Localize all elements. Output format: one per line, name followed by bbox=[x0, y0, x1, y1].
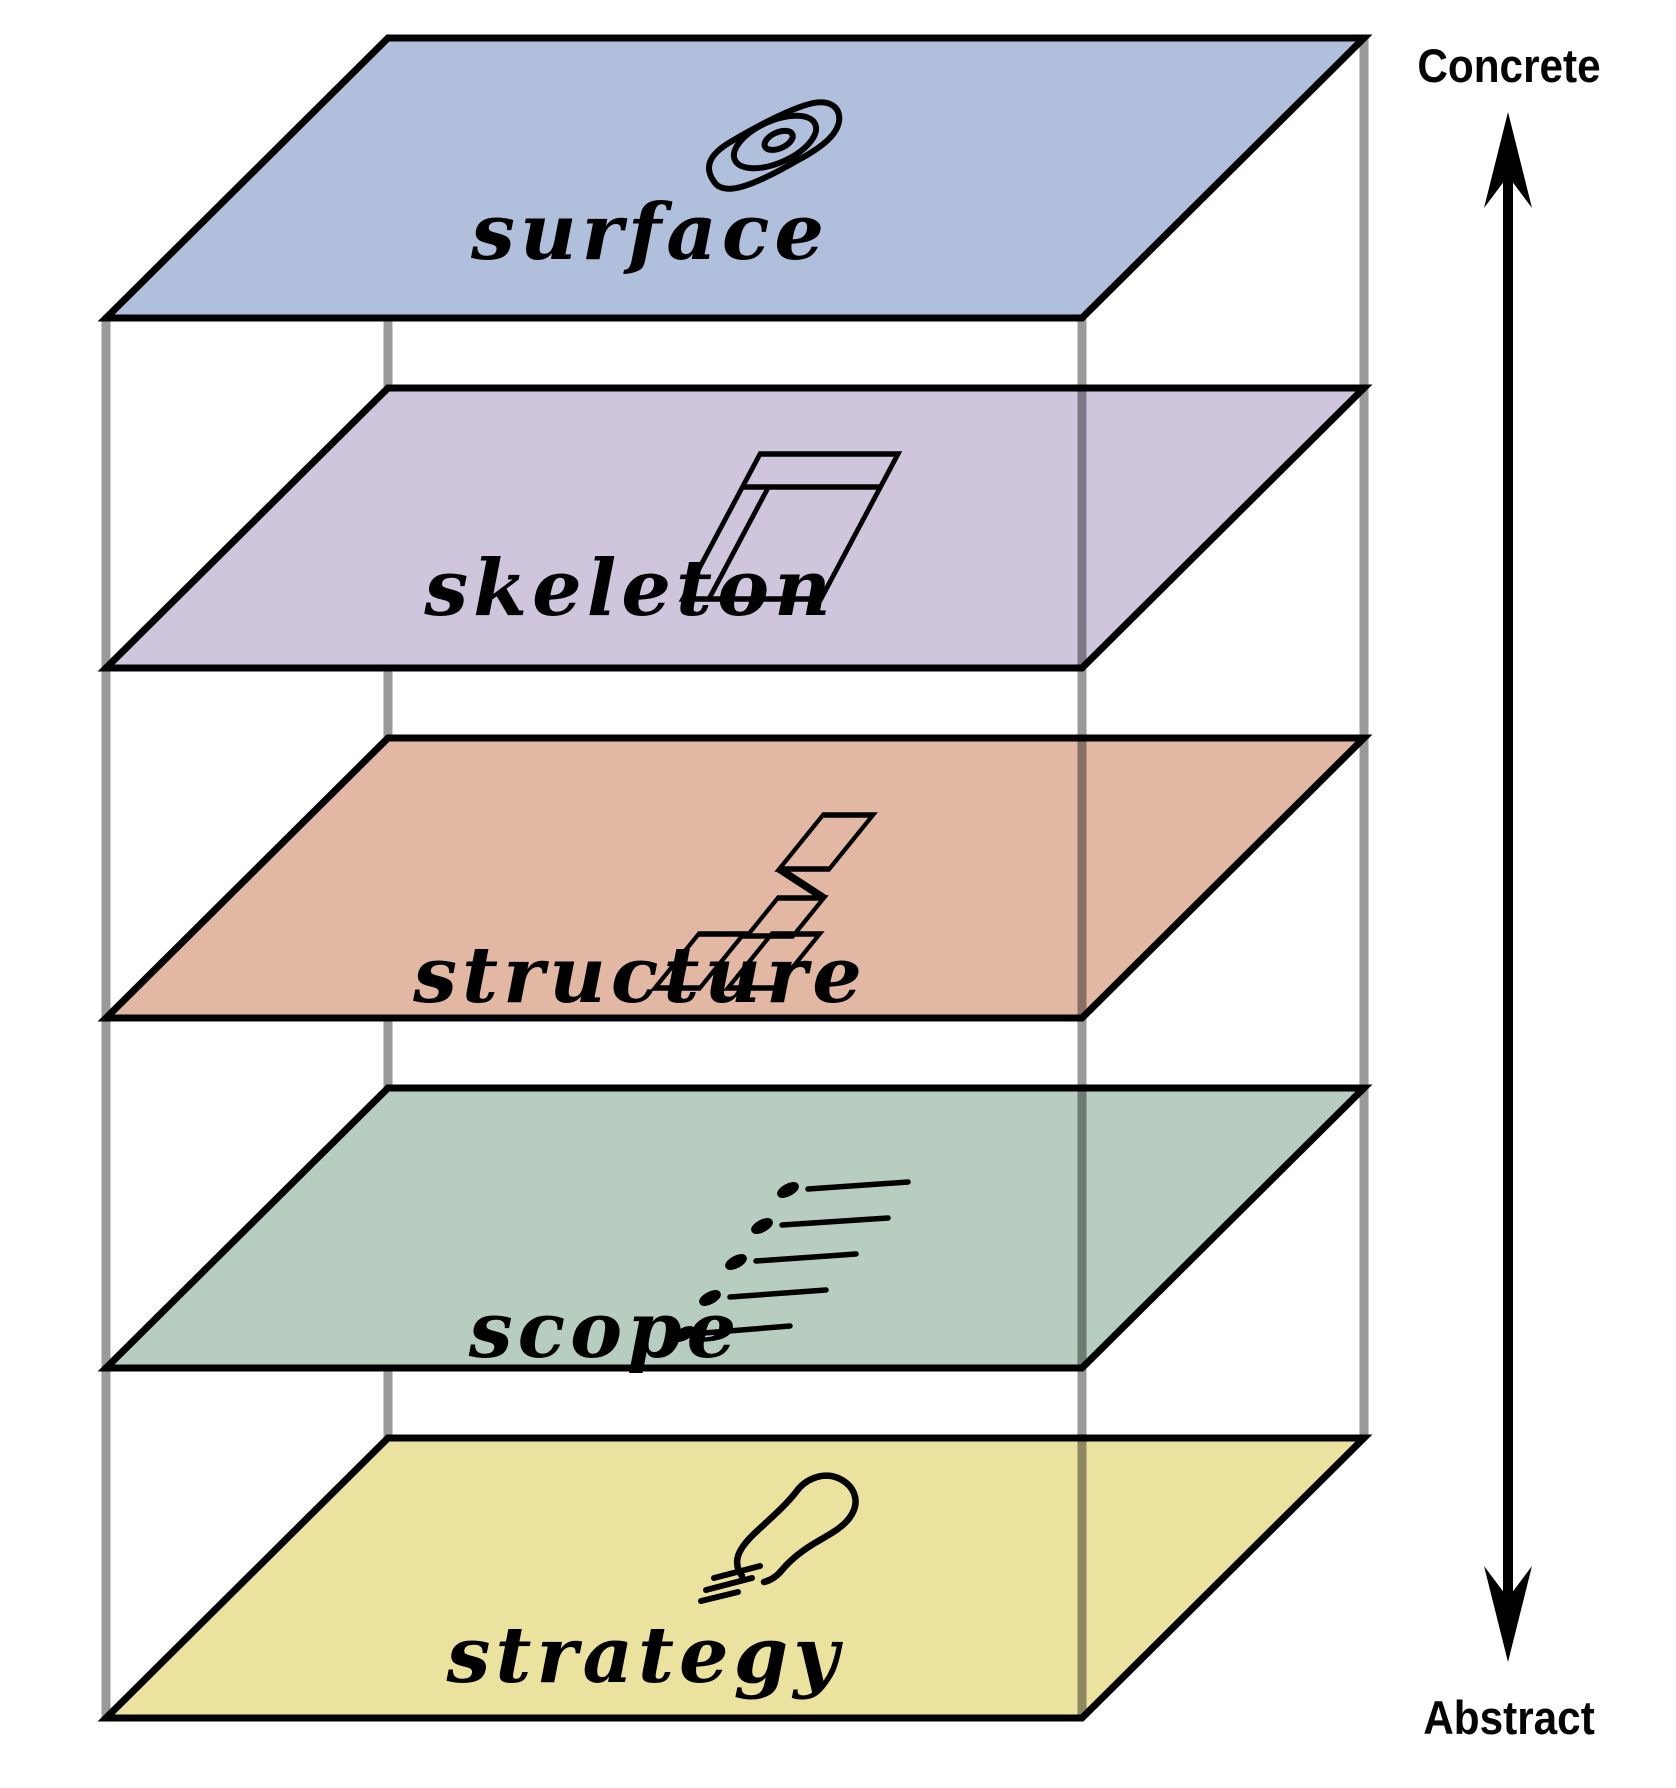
sitemap-icon bbox=[649, 812, 878, 991]
plane-skeleton-outline bbox=[97, 384, 1373, 672]
plane-label-skeleton: skeleton bbox=[424, 543, 836, 634]
plane-fills bbox=[106, 38, 1364, 1718]
plane-structure-outline bbox=[97, 734, 1373, 1022]
arrowhead-up bbox=[1484, 112, 1532, 208]
plane-strategy-fill bbox=[106, 1438, 1364, 1718]
eye-icon bbox=[706, 99, 843, 192]
plane-structure-fill bbox=[106, 738, 1364, 1018]
requirements-list-icon bbox=[673, 1179, 911, 1342]
plane-surface-outline bbox=[97, 34, 1373, 322]
axis-arrow bbox=[1484, 112, 1532, 1662]
plane-label-scope: scope bbox=[468, 1285, 742, 1376]
lightbulb-icon bbox=[698, 1472, 859, 1604]
plane-surface-fill bbox=[106, 38, 1364, 318]
plane-skeleton-fill bbox=[106, 388, 1364, 668]
axis-label-abstract: Abstract bbox=[1423, 1691, 1595, 1744]
plane-label-surface: surface bbox=[471, 187, 829, 278]
plane-outlines bbox=[97, 34, 1373, 1722]
plane-label-strategy: strategy bbox=[446, 1610, 844, 1701]
plane-strategy-outline bbox=[97, 1434, 1373, 1722]
plane-scope-fill bbox=[106, 1088, 1364, 1368]
arrowhead-down bbox=[1484, 1566, 1532, 1662]
axis-label-concrete: Concrete bbox=[1417, 39, 1601, 92]
plane-label-structure: structure bbox=[413, 930, 867, 1021]
wireframe-page-icon bbox=[678, 451, 903, 602]
plane-scope-outline bbox=[97, 1084, 1373, 1372]
